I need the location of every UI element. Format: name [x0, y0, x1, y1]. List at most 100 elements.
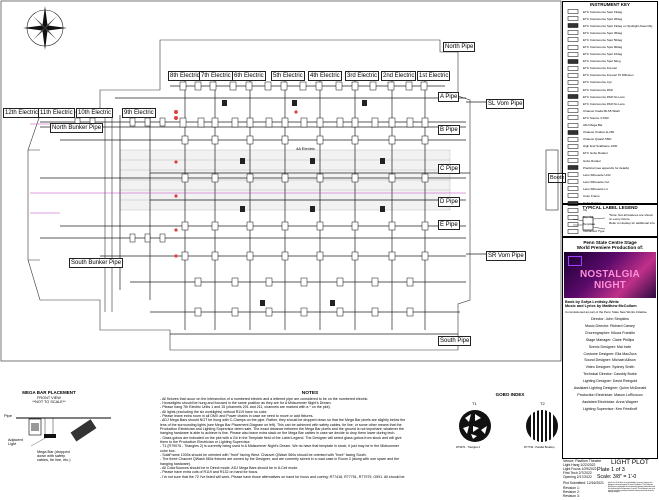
pipe-label: Pipe	[4, 413, 13, 418]
fixtures	[74, 81, 429, 317]
instrument-key-label: ETC Colorsource Spot 5deg	[583, 59, 621, 64]
instrument-key-row: ETC Colorsource Spot 36deg	[566, 29, 657, 36]
note-line: - Please hang 7th Electric Units 1 and 1…	[160, 405, 331, 410]
electric-label-1st: 1st Electric	[417, 71, 451, 81]
instrument-symbol-icon	[566, 51, 580, 57]
note-line: - I'm not sure that the 72 I've listed w…	[160, 474, 405, 479]
instrument-key-label: ADJ Mega Bar	[583, 123, 603, 128]
note-line: them to the Production Electrician or Li…	[160, 439, 251, 444]
instrument-key-row: ETC Colorsource Spot 19deg	[566, 8, 657, 15]
mega-bar-diagram	[16, 417, 111, 447]
instrument-symbol-icon	[566, 80, 580, 85]
instrument-symbol-icon	[566, 158, 580, 163]
note-line: - SolaFrame 1000s should be oriented wit…	[160, 452, 367, 457]
north-pipe-label: North Pipe	[443, 42, 476, 52]
notes-title: NOTES	[301, 391, 319, 396]
instrument-key-row: ETC Colorsource Spot 10deg	[566, 51, 657, 58]
instrument-symbol-icon	[566, 222, 580, 227]
title-block: Penn State Centre Stage World Premiere P…	[562, 237, 658, 499]
instrument-key-label: Chauvet Ovation E-260	[583, 130, 615, 135]
dates-list: Light Hang 1/22/2022 Light Focus 1/29/20…	[563, 463, 597, 480]
gobo-t2-id: T2	[540, 401, 545, 406]
revision-3: Revision 3:	[563, 494, 580, 499]
electric-label-9th: 9th Electric	[122, 108, 156, 118]
instrument-key-row: ETC Colorsource PAR No Lens	[566, 100, 657, 107]
d-pipe-label: D Pipe	[438, 197, 461, 207]
note-line: - T1 (R79076 - Triangles 2) is currently…	[160, 444, 400, 449]
instrument-key-row: ETC Colorsource Spot 90deg	[566, 43, 657, 50]
instrument-key-label: Iris	[583, 208, 587, 213]
credit-line: Production Electrician: Mason LoRicocco	[577, 392, 643, 397]
electric-label-11th: 11th Electric	[38, 108, 75, 118]
credit-line: Lighting Supervisor: Ken Friedhoff	[582, 406, 638, 411]
note-line: lens of the surrounding lights (see Mega…	[160, 422, 402, 427]
instrument-key-row: ETC Colorsource Spot 5deg	[566, 58, 657, 65]
instrument-key-row: Leko Silhouette Lit	[566, 185, 657, 192]
instrument-symbol-icon	[566, 179, 580, 185]
instrument-key-row: Iris	[566, 207, 657, 214]
electric-label-12th: 12th Electric	[3, 108, 41, 118]
light-plot-drawing	[0, 0, 562, 362]
mega-bar-view: FRONT VIEW	[37, 396, 61, 400]
e-pipe-label: E Pipe	[438, 220, 460, 230]
mega-bar-title: MEGA BAR PLACEMENT	[22, 390, 76, 395]
instrument-key-label: ETC Colorsource PAR	[583, 87, 613, 92]
booth-label: Booth	[548, 173, 567, 183]
org-name: Penn State Centre Stage	[583, 240, 637, 245]
gobo-t1-name: R79076 - Triangles 2	[456, 446, 481, 449]
logo-frame-decoration	[568, 256, 582, 266]
instrument-symbol-icon	[566, 23, 580, 28]
c-pipe-label: C Pipe	[438, 164, 461, 174]
credit-line: Lighting Designer: David Reingold	[582, 379, 638, 384]
instrument-symbol-icon	[566, 66, 580, 71]
instrument-key-label: ETC Source 4 PAR	[583, 115, 609, 120]
credit-line: Video Designer: Sydney Smith	[585, 365, 635, 370]
note-line: - Please leave extra room in all DMX and…	[160, 413, 314, 418]
instrument-symbol-icon	[566, 129, 580, 135]
instrument-key-row: Leko Silhouette Unlit	[566, 171, 657, 178]
instrument-key-row: ETC Colorsource Spot 19deg on Spotlight …	[566, 22, 657, 29]
instrument-key-label: Gobo Rotator	[583, 158, 602, 163]
instrument-key-row: ETC Source 4 PAR	[566, 114, 657, 121]
gobo-t1-triangles-icon	[459, 410, 491, 442]
instrument-key-row: Chauvet Qwash 560z	[566, 136, 657, 143]
note-line: - Glass gobos are indicated on the plot …	[160, 435, 402, 440]
electric-label-4th: 4th Electric	[308, 71, 342, 81]
note-line: - ADJ Mega Bars should NOT be hung with …	[160, 418, 406, 423]
note-line: - All ColorSources should be in Direct m…	[160, 466, 299, 470]
compass-rose-icon	[23, 6, 67, 50]
vom-pipes	[466, 101, 559, 255]
note-line: - The three Chauvet QWash 560z fixtures …	[160, 457, 400, 462]
instrument-key-row: ETC Colorsource PAR	[566, 86, 657, 93]
instrument-symbol-icon	[566, 136, 580, 142]
instrument-symbol-icon	[566, 58, 580, 64]
instrument-key-label: Chauvet Qwash 560z	[583, 137, 612, 142]
instrument-key-row: Color Frame	[566, 192, 657, 199]
credit-line: Costume Designer: Ella MacZura	[583, 351, 637, 356]
north-bunker-pipe-label: North Bunker Pipe	[50, 123, 104, 133]
instrument-symbol-icon	[566, 172, 580, 177]
instrument-key-row: Gobo Rotator	[566, 200, 657, 207]
instrument-key-label: ETC Colorsource Spot 36deg	[583, 30, 623, 35]
instrument-symbol-icon	[566, 215, 580, 220]
sheet-info: Venue: Pavilion Theatre LIGHT PLOT Light…	[562, 458, 658, 500]
note-line: color box.	[160, 448, 176, 453]
instrument-key-row: Instrument Type	[566, 228, 657, 235]
note-line: - All fixtures that occur on the interse…	[160, 396, 369, 401]
instrument-key-row: ETC Colorsource Spot 50deg	[566, 36, 657, 43]
date-tech: First Tech 2/7/2022	[563, 470, 592, 475]
instrument-key-label: ETC Colorsource Spot 19deg	[583, 9, 623, 14]
book-credit: Book by Sofya Levitsky-Weitz	[565, 300, 619, 304]
date-opening: Opening 2/17/2022	[563, 474, 592, 479]
instrument-key-row: ETC Gobo Rotator	[566, 150, 657, 157]
credit-line: Assistant Electrician: Anna Wagner	[582, 399, 638, 404]
instrument-symbol-icon	[566, 115, 580, 121]
instrument-symbol-icon	[566, 207, 580, 213]
instrument-key-label: ETC Colorsource Cyc	[583, 80, 613, 85]
gobo-index-title: GOBO INDEX	[495, 392, 525, 397]
sr-vom-pipe-label: SR Vom Pipe	[486, 251, 526, 261]
commission-note: Commissioned as part of the Penn State N…	[565, 310, 647, 314]
electric-label-7th: 7th Electric	[199, 71, 233, 81]
instrument-symbol-icon	[566, 151, 580, 156]
electric-label-8th: 8th Electric	[168, 71, 202, 81]
